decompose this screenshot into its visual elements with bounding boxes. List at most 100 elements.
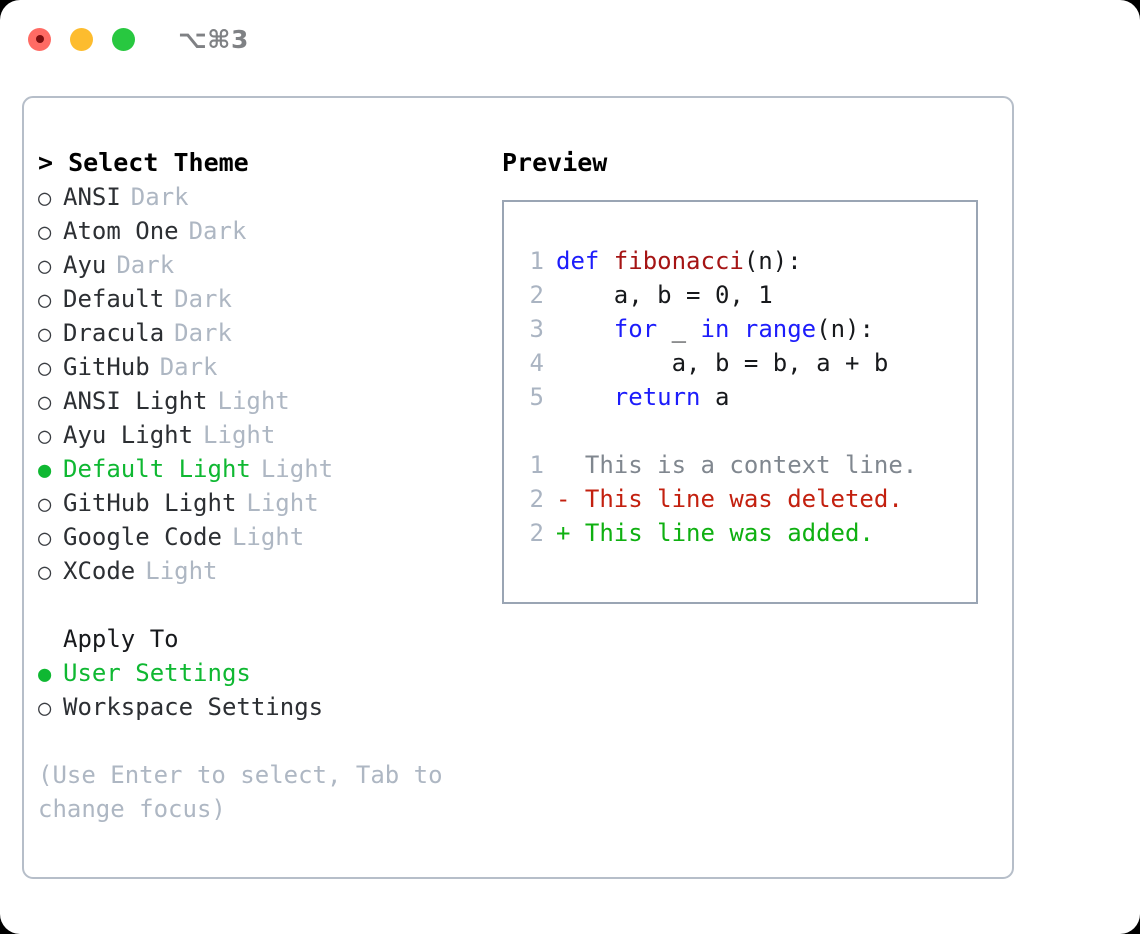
- diff-line: 2 - This line was deleted.: [518, 482, 968, 516]
- line-number: 4: [529, 349, 544, 377]
- apply-to-label: Apply To: [63, 625, 179, 653]
- code-token: return: [613, 383, 701, 411]
- code-line: 2 a, b = 0, 1: [518, 278, 968, 312]
- line-number: 2: [529, 485, 544, 513]
- minimize-window-icon[interactable]: [70, 27, 93, 51]
- radio-unselected-icon: ○: [38, 696, 52, 721]
- line-number: 5: [529, 383, 544, 411]
- apply-to-row[interactable]: ○ Workspace Settings: [38, 690, 498, 724]
- theme-mode-badge: Dark: [188, 217, 247, 245]
- apply-to-row[interactable]: ● User Settings: [38, 656, 498, 690]
- line-number: 3: [529, 315, 544, 343]
- code-token: [556, 383, 614, 411]
- theme-row[interactable]: ○ GitHub Dark: [38, 350, 498, 384]
- code-token: for: [613, 315, 658, 343]
- theme-name: Default: [63, 285, 165, 313]
- code-token: fibonacci: [613, 247, 744, 275]
- code-line: 5 return a: [518, 380, 968, 414]
- radio-selected-icon: ●: [38, 458, 52, 483]
- theme-name: Google Code: [63, 523, 222, 551]
- code-line: 3 for _ in range(n):: [518, 312, 968, 346]
- theme-mode-badge: Dark: [130, 183, 189, 211]
- apply-to-name: User Settings: [63, 659, 251, 687]
- line-number: 1: [529, 451, 544, 479]
- maximize-window-icon[interactable]: [112, 27, 135, 51]
- radio-unselected-icon: ○: [38, 220, 52, 245]
- theme-row[interactable]: ○ Default Dark: [38, 282, 498, 316]
- close-window-icon[interactable]: [28, 27, 51, 51]
- theme-row[interactable]: ○ ANSI Dark: [38, 180, 498, 214]
- code-token: a, b = b, a + b: [556, 349, 889, 377]
- diff-sample-lines: 1 This is a context line. 2 - This line wa…: [518, 448, 968, 550]
- line-number: 1: [529, 247, 544, 275]
- code-token: [556, 315, 614, 343]
- line-number: 2: [529, 281, 544, 309]
- diff-line: 1 This is a context line.: [518, 448, 968, 482]
- radio-unselected-icon: ○: [38, 288, 52, 313]
- radio-unselected-icon: ○: [38, 526, 52, 551]
- theme-name: Dracula: [63, 319, 165, 347]
- theme-mode-badge: Light: [145, 557, 218, 585]
- diff-spacer: [518, 414, 968, 448]
- diff-text: This is a context line.: [556, 451, 918, 479]
- radio-unselected-icon: ○: [38, 424, 52, 449]
- theme-mode-badge: Dark: [116, 251, 175, 279]
- diff-text: - This line was deleted.: [556, 485, 903, 513]
- radio-unselected-icon: ○: [38, 322, 52, 347]
- theme-mode-badge: Light: [231, 523, 305, 551]
- apply-to-name: Workspace Settings: [63, 693, 324, 721]
- code-token: (n):: [743, 247, 802, 275]
- code-token: in: [700, 315, 730, 343]
- radio-selected-icon: ●: [38, 662, 52, 687]
- theme-name: Atom One: [63, 217, 179, 245]
- code-token: range: [743, 315, 817, 343]
- diff-text: + This line was added.: [556, 519, 874, 547]
- theme-name: GitHub: [63, 353, 150, 381]
- radio-unselected-icon: ○: [38, 356, 52, 381]
- theme-mode-badge: Dark: [174, 319, 232, 347]
- theme-row[interactable]: ○ Dracula Dark: [38, 316, 498, 350]
- radio-unselected-icon: ○: [38, 186, 52, 211]
- line-number: 2: [529, 519, 544, 547]
- theme-name: ANSI: [63, 183, 121, 211]
- apply-to-list[interactable]: ● User Settings ○ Workspace Settings: [38, 656, 498, 724]
- code-token: def: [556, 247, 614, 275]
- diff-line: 2 + This line was added.: [518, 516, 968, 550]
- theme-name: Ayu: [63, 251, 107, 279]
- theme-name: XCode: [63, 557, 136, 585]
- theme-list-header: > Select Theme: [38, 148, 249, 177]
- code-token: _: [657, 315, 701, 343]
- section-spacer: [38, 588, 498, 622]
- keyboard-shortcut-label: ⌥⌘3: [178, 24, 249, 54]
- theme-row[interactable]: ○ Google Code Light: [38, 520, 498, 554]
- code-token: (n):: [816, 315, 874, 343]
- keyboard-hint-text: (Use Enter to select, Tab to change focu…: [38, 761, 458, 823]
- radio-unselected-icon: ○: [38, 492, 52, 517]
- radio-unselected-icon: ○: [38, 390, 52, 415]
- theme-row[interactable]: ○ Atom One Dark: [38, 214, 498, 248]
- theme-name: Ayu Light: [63, 421, 194, 449]
- title-bar: ⌥⌘3: [0, 0, 1140, 78]
- theme-mode-badge: Dark: [174, 285, 232, 313]
- code-token: a, b = 0, 1: [556, 281, 773, 309]
- theme-name: GitHub Light: [63, 489, 237, 517]
- preview-title: Preview: [502, 148, 608, 177]
- theme-mode-badge: Dark: [159, 353, 218, 381]
- theme-mode-badge: Light: [217, 387, 290, 415]
- theme-mode-badge: Light: [260, 455, 334, 483]
- window-controls: [28, 27, 135, 51]
